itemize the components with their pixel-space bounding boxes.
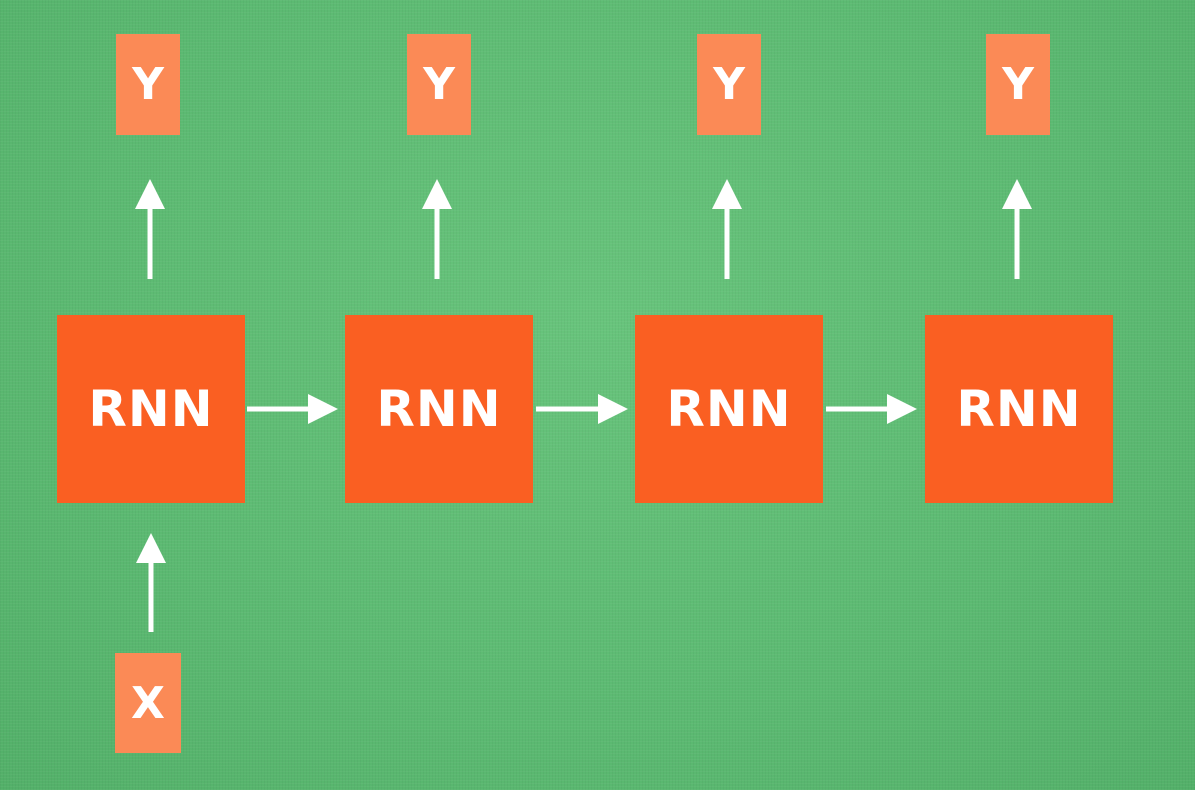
rnn-cell-1: RNN — [57, 315, 245, 503]
output-y-1: Y — [116, 34, 180, 135]
rnn-cell-2: RNN — [345, 315, 533, 503]
input-x: X — [115, 653, 181, 753]
rnn-cell-3: RNN — [635, 315, 823, 503]
output-y-4: Y — [986, 34, 1050, 135]
rnn-cell-4: RNN — [925, 315, 1113, 503]
output-y-3: Y — [697, 34, 761, 135]
output-y-2: Y — [407, 34, 471, 135]
